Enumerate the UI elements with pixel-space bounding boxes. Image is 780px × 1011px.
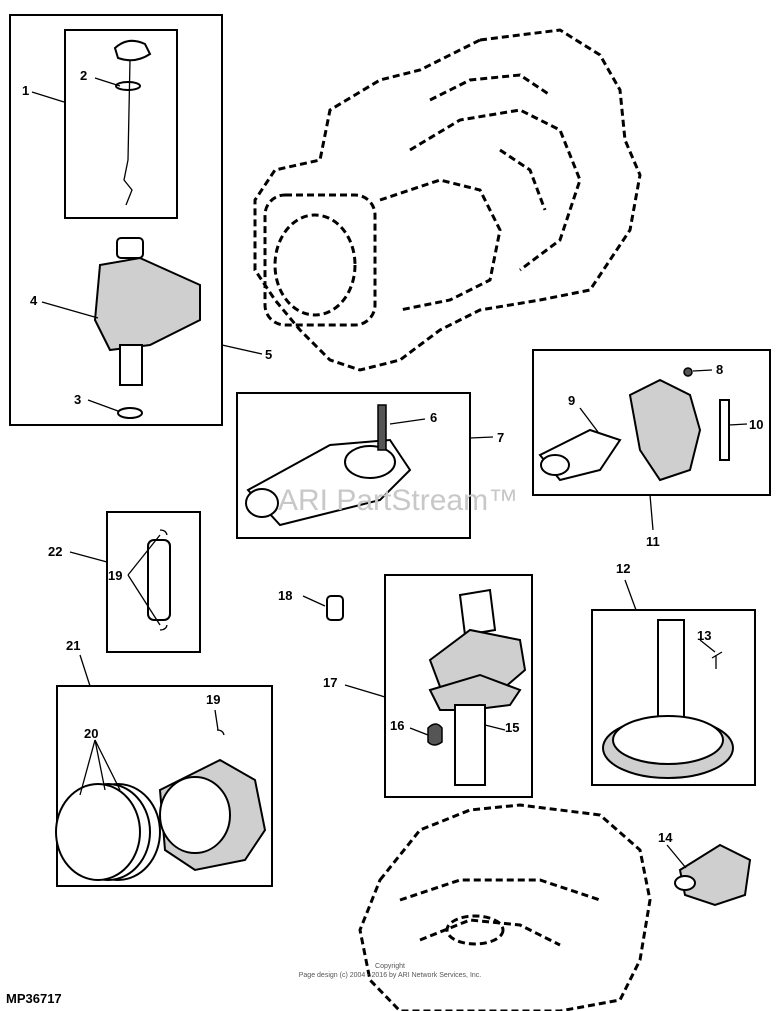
piston-part	[55, 729, 267, 881]
callout-18: 18	[278, 588, 292, 603]
copyright-line-1: Copyright	[375, 963, 405, 970]
leader-lines	[31, 77, 748, 869]
callout-7: 7	[497, 430, 504, 445]
callout-19-piston: 19	[206, 692, 220, 707]
box-17	[384, 574, 533, 798]
callout-16: 16	[390, 718, 404, 733]
callout-3: 3	[74, 392, 81, 407]
dipstick-tube-part	[93, 237, 201, 419]
box-22	[106, 511, 201, 653]
camshaft-part	[602, 619, 734, 779]
dipstick-part	[113, 39, 152, 206]
box-5	[9, 14, 223, 426]
callout-22: 22	[48, 544, 62, 559]
callout-6: 6	[430, 410, 437, 425]
callout-4: 4	[30, 293, 38, 308]
callout-21: 21	[66, 638, 80, 653]
box-7	[236, 392, 471, 539]
engine-block-outline	[253, 28, 642, 372]
callout-14: 14	[658, 830, 673, 845]
callout-8: 8	[716, 362, 723, 377]
breather-part	[674, 843, 752, 907]
watermark: ARI PartStream™	[278, 484, 518, 517]
callout-1: 1	[22, 83, 29, 98]
box-1	[64, 29, 178, 219]
callout-13: 13	[697, 628, 711, 643]
callout-9: 9	[568, 393, 575, 408]
callout-11: 11	[646, 534, 660, 549]
piston-pin-part	[147, 529, 171, 631]
callout-5: 5	[265, 347, 272, 362]
callout-19-pin: 19	[108, 568, 122, 583]
callout-17: 17	[323, 675, 337, 690]
box-12	[591, 609, 756, 786]
callout-15: 15	[505, 720, 519, 735]
copyright-line-2: Page design (c) 2004 - 2016 by ARI Netwo…	[299, 972, 482, 979]
crankcase-outline	[358, 803, 652, 1011]
callout-20: 20	[84, 726, 98, 741]
crankshaft-part	[427, 588, 527, 786]
box-11	[532, 349, 771, 496]
connecting-rod-part	[245, 404, 412, 527]
callout-2: 2	[80, 68, 87, 83]
governor-part	[538, 367, 730, 482]
key-part-18	[326, 595, 344, 621]
callout-12: 12	[616, 561, 630, 576]
callout-10: 10	[749, 417, 763, 432]
figure-id: MP36717	[6, 991, 62, 1006]
box-21	[56, 685, 273, 887]
